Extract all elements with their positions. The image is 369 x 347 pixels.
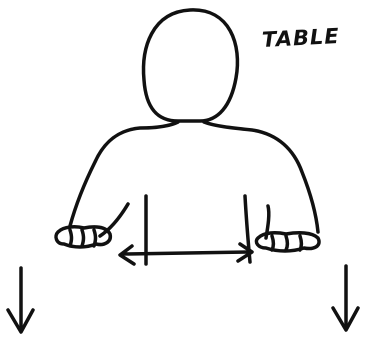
head-outline [144,10,238,121]
sign-label: TABLE [261,24,340,52]
left-down-arrow [8,268,33,332]
left-fist [56,227,110,247]
right-down-arrow [333,266,358,330]
right-shoulder-arm [204,122,318,232]
double-headed-arrow [120,244,252,264]
left-forearm [100,204,128,236]
